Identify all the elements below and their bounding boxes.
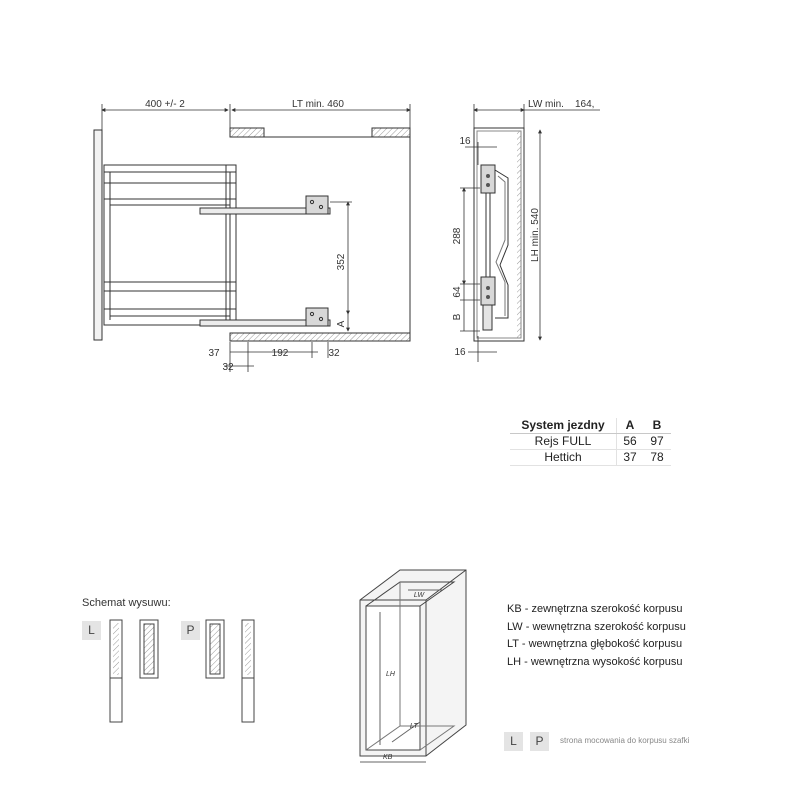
dim-32-bottom: 32: [222, 362, 234, 373]
schemat-badge-left: L: [82, 621, 101, 640]
legend-item-lw: LW - wewnętrzna szerokość korpusu: [507, 620, 686, 633]
dim-b: B: [452, 313, 463, 320]
row-b: 78: [643, 449, 671, 466]
mount-badge-right: P: [530, 732, 549, 751]
basket-frame: [103, 164, 237, 326]
upper-rail: [199, 207, 331, 215]
row-a: 56: [616, 433, 643, 450]
system-table-header: System jezdny A B: [510, 418, 671, 434]
side-view: [93, 127, 411, 342]
cabinet-isometric: [359, 569, 467, 763]
row-a: 37: [616, 449, 643, 466]
schemat-right: [205, 619, 255, 723]
cabinet-top-hatch-right: [371, 127, 411, 138]
dim-288: 288: [452, 227, 463, 244]
cabinet-label-lw: LW: [414, 592, 426, 599]
schemat-title: Schemat wysuwu:: [82, 597, 171, 609]
dim-64: 64: [452, 286, 463, 298]
dim-a: A: [336, 320, 347, 327]
dim-16-bottom: 16: [454, 347, 466, 358]
row-name: Hettich: [510, 449, 617, 466]
lower-rail: [199, 319, 331, 327]
front-view: [473, 127, 525, 342]
mount-note: strona mocowania do korpusu szafki: [560, 736, 690, 745]
system-table: System jezdny A B Rejs FULL 56 97 Hettic…: [510, 418, 671, 466]
dim-192: 192: [272, 348, 289, 359]
dim-lw-min: LW min.: [528, 99, 564, 110]
cabinet-label-lt: LT: [410, 723, 418, 730]
header-b: B: [643, 418, 671, 434]
lower-bracket: [305, 307, 329, 327]
header-a: A: [616, 418, 643, 434]
cabinet-top-hatch: [229, 127, 265, 138]
dim-400: 400 +/- 2: [145, 99, 185, 110]
row-b: 97: [643, 433, 671, 450]
dim-32-right: 32: [328, 348, 340, 359]
legend-item-lt: LT - wewnętrzna głębokość korpusu: [507, 638, 683, 651]
front-panel: [93, 129, 103, 341]
lower-runner: [480, 276, 496, 306]
schemat-left: [109, 619, 159, 723]
table-row: Hettich 37 78: [510, 449, 671, 466]
cabinet-outline: [473, 127, 525, 342]
cabinet-label-lh: LH: [386, 671, 396, 678]
dim-37: 37: [208, 348, 220, 359]
table-row: Rejs FULL 56 97: [510, 433, 671, 450]
header-system: System jezdny: [510, 418, 617, 434]
schemat-badge-right: P: [181, 621, 200, 640]
cabinet-bottom-hatch: [229, 332, 411, 342]
mount-badge-left: L: [504, 732, 523, 751]
legend-item-lh: LH - wewnętrzna wysokość korpusu: [507, 656, 683, 669]
front-dimensions: [460, 104, 600, 362]
dim-16-top: 16: [459, 136, 471, 147]
dim-lt-min: LT min. 460: [292, 99, 344, 110]
legend-item-kb: KB - zewnętrzna szerokość korpusu: [507, 603, 683, 615]
dim-lh-min: LH min. 540: [530, 208, 541, 262]
cabinet-label-kb: KB: [383, 754, 393, 761]
dim-352: 352: [336, 253, 347, 270]
side-dimensions: [101, 104, 411, 372]
upper-runner: [480, 164, 496, 194]
row-name: Rejs FULL: [510, 433, 617, 450]
dim-164: 164,: [575, 99, 594, 110]
upper-bracket: [305, 195, 329, 215]
legend: KB - zewnętrzna szerokość korpusu LW - w…: [507, 601, 686, 672]
cabinet-side-hatch: [517, 131, 521, 338]
